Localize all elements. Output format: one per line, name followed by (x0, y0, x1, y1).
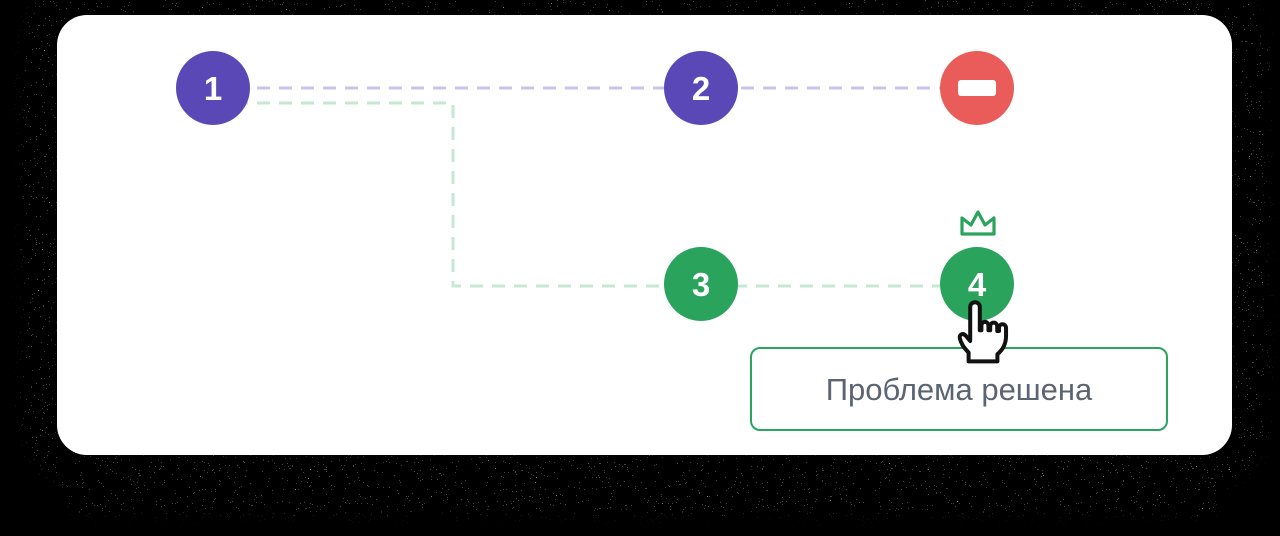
hand-pointer-cursor (957, 300, 1009, 364)
step-circle-1[interactable]: 1 (176, 51, 250, 125)
noise-speckles (24, 0, 1265, 512)
minus-icon (958, 80, 996, 96)
step-circle-2[interactable]: 2 (664, 51, 738, 125)
problem-solved-label: Проблема решена (825, 371, 1093, 407)
connector-line-solved-path (213, 101, 977, 288)
step-1-label: 1 (203, 69, 223, 107)
step-4-label: 4 (967, 265, 987, 303)
step-circle-blocked[interactable] (940, 51, 1014, 125)
step-circle-3[interactable]: 3 (664, 247, 738, 321)
flow-card: 1 2 3 4 Проблема решена (57, 15, 1232, 455)
problem-solved-button[interactable]: Проблема решена (750, 347, 1168, 431)
step-3-label: 3 (691, 265, 711, 303)
step-2-label: 2 (691, 69, 711, 107)
crown-icon (960, 210, 996, 236)
